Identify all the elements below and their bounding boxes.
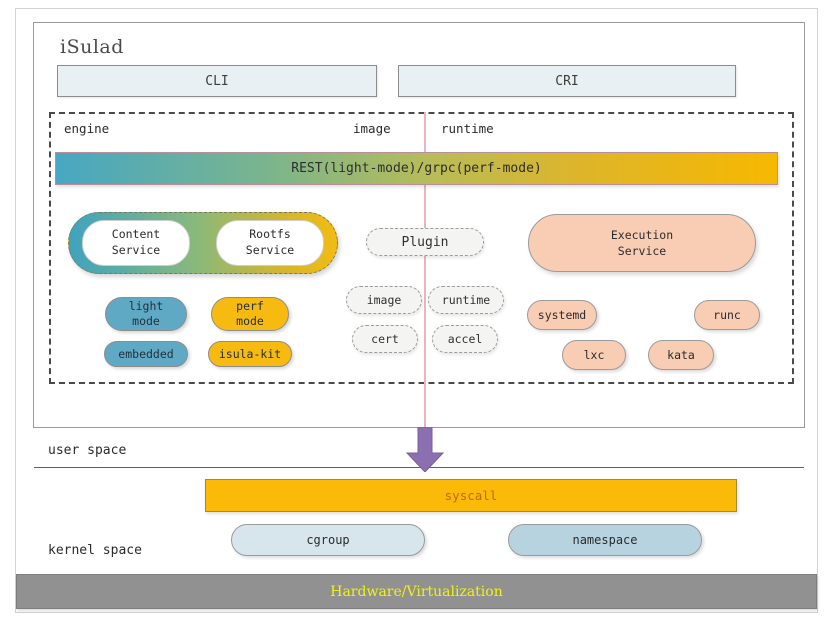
hardware-virtualization-bar: Hardware/Virtualization: [16, 574, 817, 609]
execution-service-line1: Execution: [610, 227, 674, 242]
runtime-pill-kata[interactable]: kata: [648, 340, 714, 370]
plugin-item-runtime[interactable]: runtime: [428, 286, 504, 314]
mode-pill-perf-mode[interactable]: perf mode: [211, 297, 289, 331]
transport-bar: REST(light-mode)/grpc(perf-mode): [55, 152, 778, 185]
user-space-label: user space: [48, 443, 127, 458]
kernel-object-cgroup[interactable]: cgroup: [231, 524, 425, 556]
mode-light-line1: light: [128, 299, 164, 314]
rootfs-service-box[interactable]: Rootfs Service: [216, 220, 324, 266]
plugin-main-box[interactable]: Plugin: [366, 228, 484, 256]
diagram-title: iSulad: [60, 36, 124, 58]
execution-service-box[interactable]: Execution Service: [528, 214, 756, 272]
kernel-object-namespace[interactable]: namespace: [508, 524, 702, 556]
runtime-pill-runc[interactable]: runc: [694, 300, 760, 330]
zone-label-engine: engine: [64, 121, 110, 136]
execution-service-line2: Service: [617, 244, 667, 258]
down-arrow-icon: [405, 427, 445, 472]
zone-label-image: image: [353, 121, 391, 136]
content-service-line2: Service: [111, 243, 161, 257]
syscall-bar: syscall: [205, 479, 737, 512]
mode-perf-line1: perf: [236, 299, 264, 314]
plugin-item-cert[interactable]: cert: [352, 325, 418, 353]
content-service-line1: Content: [111, 227, 161, 242]
runtime-pill-systemd[interactable]: systemd: [527, 300, 597, 330]
interface-box-cri[interactable]: CRI: [398, 65, 736, 97]
vertical-divider-line: [424, 112, 426, 428]
rootfs-service-line1: Rootfs: [249, 227, 291, 242]
mode-light-line2: mode: [132, 314, 160, 328]
runtime-pill-lxc[interactable]: lxc: [562, 340, 626, 370]
rootfs-service-line2: Service: [245, 243, 295, 257]
mode-pill-light-mode[interactable]: light mode: [105, 297, 187, 331]
mode-pill-embedded[interactable]: embedded: [104, 341, 188, 367]
user-kernel-divider: [34, 467, 804, 468]
plugin-item-accel[interactable]: accel: [432, 325, 498, 353]
mode-pill-isula-kit[interactable]: isula-kit: [208, 341, 292, 367]
plugin-item-image[interactable]: image: [346, 286, 422, 314]
interface-box-cli[interactable]: CLI: [57, 65, 377, 97]
kernel-space-label: kernel space: [48, 543, 142, 558]
engine-dashed-region: [49, 112, 794, 384]
zone-label-runtime: runtime: [441, 121, 494, 136]
content-service-box[interactable]: Content Service: [82, 220, 190, 266]
service-capsule: Content Service Rootfs Service: [68, 212, 338, 274]
mode-perf-line2: mode: [236, 314, 264, 328]
